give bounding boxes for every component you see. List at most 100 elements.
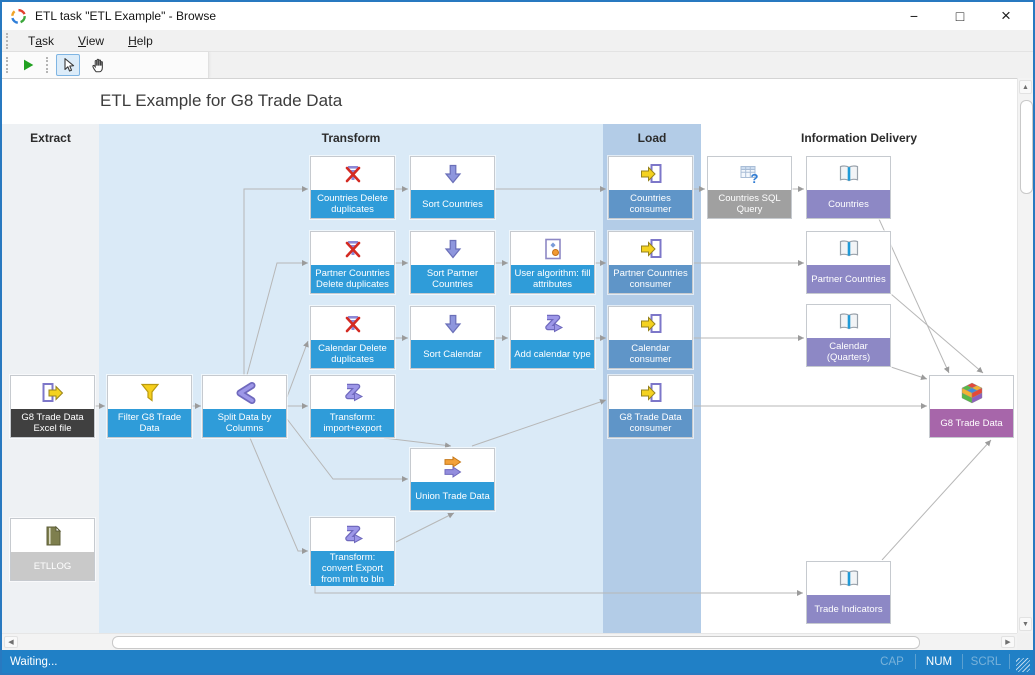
maximize-button[interactable]: □ (955, 8, 965, 24)
node-label: Sort Partner Countries (411, 265, 494, 293)
toolbar-grip-1[interactable] (6, 57, 11, 73)
window-title: ETL task "ETL Example" - Browse (35, 9, 217, 23)
node-split-data-by-columns[interactable]: Split Data by Columns (202, 375, 287, 438)
node-label: User algorithm: fill attributes (511, 265, 594, 293)
import-door-icon (639, 162, 663, 186)
diagram-canvas[interactable]: Extract Transform Load Information Deliv… (2, 78, 1017, 633)
node-countries-consumer[interactable]: Countries consumer (608, 156, 693, 219)
union-arrows-icon (441, 454, 465, 478)
close-button[interactable]: × (1001, 6, 1011, 25)
node-label: Calendar (Quarters) (807, 338, 890, 366)
indicator-separator (1009, 654, 1010, 669)
scroll-left-button[interactable]: ◀ (4, 636, 18, 648)
funnel-icon (138, 381, 162, 405)
node-countries[interactable]: Countries (806, 156, 891, 219)
lane-information-delivery-label: Information Delivery (800, 131, 918, 145)
connector (383, 437, 452, 449)
node-partner-countries-delete-duplicates[interactable]: Partner Countries Delete duplicates (310, 231, 395, 294)
node-sort-countries[interactable]: Sort Countries (410, 156, 495, 219)
open-book-icon (837, 162, 861, 186)
resize-grip[interactable] (1016, 657, 1030, 672)
node-etllog[interactable]: ETLLOG (10, 518, 95, 581)
node-label: G8 Trade Data (930, 409, 1013, 437)
node-label: Countries Delete duplicates (311, 190, 394, 218)
node-transform-import-export[interactable]: Transform: import+export (310, 375, 395, 438)
scrollbar-corner (1017, 633, 1033, 650)
node-union-trade-data[interactable]: Union Trade Data (410, 448, 495, 511)
node-countries-delete-duplicates[interactable]: Countries Delete duplicates (310, 156, 395, 219)
split-arrows-icon (233, 381, 257, 405)
toolbar-panel (2, 52, 209, 78)
node-g8-trade-data[interactable]: G8 Trade Data (929, 375, 1014, 438)
scroll-down-button[interactable]: ▼ (1019, 617, 1032, 631)
node-calendar-consumer[interactable]: Calendar consumer (608, 306, 693, 369)
node-user-algorithm-fill-attributes[interactable]: User algorithm: fill attributes (510, 231, 595, 294)
toolbar-grip-2[interactable] (46, 57, 51, 73)
pointer-icon (59, 56, 77, 74)
delete-duplicates-icon (341, 162, 365, 186)
vertical-scrollbar-thumb[interactable] (1020, 100, 1033, 194)
node-transform-convert-export-from-mln-to-bln[interactable]: Transform: convert Export from mln to bl… (310, 517, 395, 586)
connector (246, 260, 308, 376)
indicator-separator (962, 654, 963, 669)
export-door-icon (41, 381, 65, 405)
node-label: Countries consumer (609, 190, 692, 218)
horizontal-scrollbar-thumb[interactable] (112, 636, 920, 649)
horizontal-scrollbar[interactable]: ◀ ▶ (2, 633, 1017, 650)
num-indicator: NUM (925, 655, 953, 668)
connector (395, 512, 455, 543)
import-door-icon (639, 381, 663, 405)
pointer-tool-button[interactable] (56, 54, 80, 76)
node-add-calendar-type[interactable]: Add calendar type (510, 306, 595, 369)
node-partner-countries-consumer[interactable]: Partner Countries consumer (608, 231, 693, 294)
scroll-up-button[interactable]: ▲ (1019, 80, 1032, 94)
log-book-icon (41, 524, 65, 548)
node-sort-partner-countries[interactable]: Sort Partner Countries (410, 231, 495, 294)
pan-tool-button[interactable] (86, 54, 110, 76)
scroll-right-button[interactable]: ▶ (1001, 636, 1015, 648)
vertical-scrollbar[interactable]: ▲ ▼ (1017, 78, 1033, 633)
import-door-icon (639, 312, 663, 336)
sql-query-icon (738, 162, 762, 186)
user-algorithm-icon (541, 237, 565, 261)
node-label: Countries (807, 190, 890, 218)
node-label: Split Data by Columns (203, 409, 286, 437)
node-label: Partner Countries consumer (609, 265, 692, 293)
lane-transform-label: Transform (321, 131, 381, 145)
connector (881, 439, 992, 561)
connector (890, 366, 928, 380)
run-icon (20, 57, 36, 73)
sort-down-arrow-icon (441, 312, 465, 336)
node-calendar-quarters[interactable]: Calendar (Quarters) (806, 304, 891, 367)
node-countries-sql-query[interactable]: Countries SQL Query (707, 156, 792, 219)
z-transform-icon (341, 381, 365, 405)
indicator-separator (915, 654, 916, 669)
connector (471, 399, 607, 447)
node-label: Calendar Delete duplicates (311, 340, 394, 368)
hand-icon (89, 56, 107, 74)
statusbar: Waiting... CAP NUM SCRL (2, 650, 1033, 673)
node-label: Partner Countries Delete duplicates (311, 265, 394, 293)
run-button[interactable] (16, 54, 40, 76)
node-label: Trade Indicators (807, 595, 890, 623)
sort-down-arrow-icon (441, 237, 465, 261)
connector (314, 584, 803, 596)
lane-load-label: Load (637, 131, 667, 145)
node-g8-trade-data-excel-file[interactable]: G8 Trade Data Excel file (10, 375, 95, 438)
node-label: Sort Calendar (411, 340, 494, 368)
menubar-grip[interactable] (6, 32, 11, 49)
node-sort-calendar[interactable]: Sort Calendar (410, 306, 495, 369)
minimize-button[interactable]: − (909, 8, 919, 24)
node-trade-indicators[interactable]: Trade Indicators (806, 561, 891, 624)
node-partner-countries[interactable]: Partner Countries (806, 231, 891, 294)
z-transform-icon (341, 523, 365, 547)
z-transform-icon (541, 312, 565, 336)
node-filter-g8-trade-data[interactable]: Filter G8 Trade Data (107, 375, 192, 438)
node-g8-trade-data-consumer[interactable]: G8 Trade Data consumer (608, 375, 693, 438)
etl-cycle-icon (10, 8, 27, 25)
node-calendar-delete-duplicates[interactable]: Calendar Delete duplicates (310, 306, 395, 369)
delete-duplicates-icon (341, 237, 365, 261)
